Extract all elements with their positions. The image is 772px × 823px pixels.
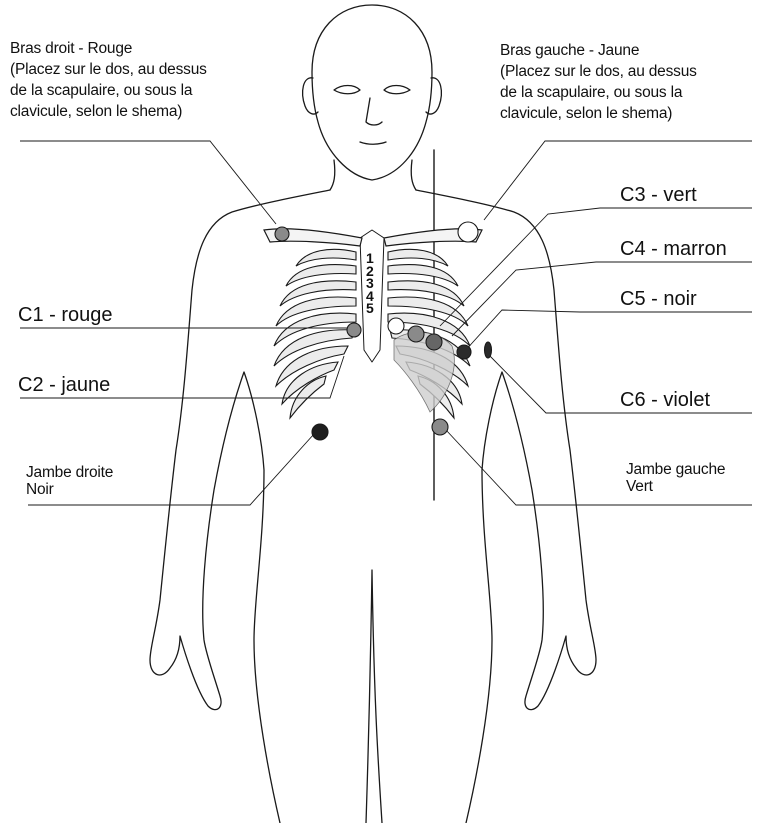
- right-ear: [303, 78, 318, 114]
- electrode-c2: [388, 318, 404, 334]
- right-eye: [334, 86, 360, 94]
- nose: [366, 98, 382, 125]
- neck-left: [411, 160, 416, 190]
- electrode-c3: [408, 326, 424, 342]
- right-arm-title: Bras droit - Rouge: [10, 38, 207, 59]
- right-arm-note-1: (Placez sur le dos, au dessus: [10, 59, 207, 80]
- electrode-c5: [457, 345, 471, 359]
- rib-numbers: 1 2 3 4 5: [366, 252, 374, 315]
- left-arm-label: Bras gauche - Jaune (Placez sur le dos, …: [500, 40, 697, 124]
- left-arm-note-1: (Placez sur le dos, au dessus: [500, 61, 697, 82]
- electrode-c4: [426, 334, 442, 350]
- label-c6: C6 - violet: [620, 388, 710, 412]
- left-arm-note-3: clavicule, selon le shema): [500, 103, 697, 124]
- crotch: [366, 570, 382, 823]
- electrode-right-arm: [275, 227, 289, 241]
- electrode-right-leg: [312, 424, 328, 440]
- body-silhouette-right: [150, 190, 330, 823]
- electrode-left-arm: [458, 222, 478, 242]
- electrode-c6: [485, 342, 492, 358]
- left-eye: [384, 86, 410, 94]
- left-arm-title: Bras gauche - Jaune: [500, 40, 697, 61]
- right-arm-label: Bras droit - Rouge (Placez sur le dos, a…: [10, 38, 207, 122]
- left-ear: [426, 78, 441, 114]
- leader-c6: [486, 352, 752, 413]
- right-arm-note-3: clavicule, selon le shema): [10, 101, 207, 122]
- right-leg-label: Jambe droite Noir: [26, 462, 113, 500]
- body-silhouette-left: [416, 190, 596, 823]
- mouth: [360, 142, 386, 144]
- leader-c4: [452, 262, 752, 336]
- rib-cage-right: [274, 249, 356, 418]
- leader-c5: [464, 310, 752, 352]
- neck-right: [330, 160, 335, 190]
- left-leg-label: Jambe gauche Vert: [626, 459, 725, 497]
- head-outline: [312, 5, 432, 180]
- leader-right-arm: [20, 141, 276, 224]
- electrode-left-leg: [432, 419, 448, 435]
- label-c5: C5 - noir: [620, 287, 697, 311]
- rib-number-5: 5: [366, 302, 374, 315]
- label-c2: C2 - jaune: [18, 373, 110, 397]
- leader-c3: [440, 208, 752, 326]
- label-c3: C3 - vert: [620, 183, 697, 207]
- label-c1: C1 - rouge: [18, 303, 113, 327]
- electrode-c1: [347, 323, 361, 337]
- left-arm-note-2: de la scapulaire, ou sous la: [500, 82, 697, 103]
- right-arm-note-2: de la scapulaire, ou sous la: [10, 80, 207, 101]
- label-c4: C4 - marron: [620, 237, 727, 261]
